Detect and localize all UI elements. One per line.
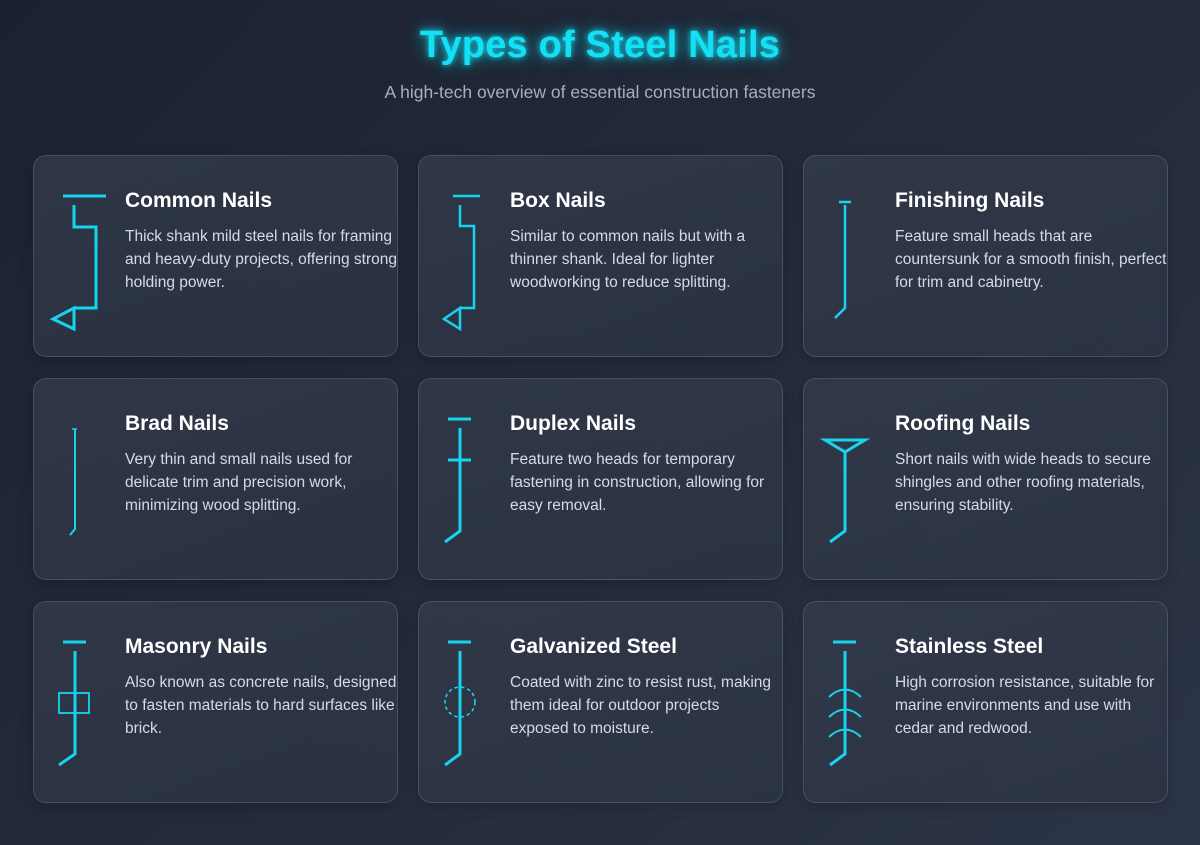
nail-card-stainless: Stainless Steel High corrosion resistanc… xyxy=(803,601,1168,803)
masonry-nail-icon xyxy=(58,640,90,767)
nail-card-box: Box Nails Similar to common nails but wi… xyxy=(418,155,783,357)
card-title: Finishing Nails xyxy=(895,189,1045,212)
card-title: Box Nails xyxy=(510,189,606,212)
nail-card-roofing: Roofing Nails Short nails with wide head… xyxy=(803,378,1168,580)
galvanized-nail-icon xyxy=(444,640,476,767)
card-description: Short nails with wide heads to secure sh… xyxy=(895,451,1151,514)
common-nail-icon xyxy=(49,194,106,332)
nail-card-common: Common Nails Thick shank mild steel nail… xyxy=(33,155,398,357)
page-title: Types of Steel Nails xyxy=(419,24,781,66)
nail-card-masonry: Masonry Nails Also known as concrete nai… xyxy=(33,601,398,803)
duplex-nail-icon xyxy=(444,417,471,544)
roofing-nail-icon xyxy=(819,438,871,544)
card-title: Brad Nails xyxy=(125,412,229,435)
card-description: Similar to common nails but with a thinn… xyxy=(510,228,746,291)
nail-types-grid: Common Nails Thick shank mild steel nail… xyxy=(33,155,1168,803)
card-description: Coated with zinc to resist rust, making … xyxy=(510,674,772,737)
card-title: Galvanized Steel xyxy=(510,635,677,658)
nail-card-brad: Brad Nails Very thin and small nails use… xyxy=(33,378,398,580)
card-title: Roofing Nails xyxy=(895,412,1031,435)
stainless-nail-icon xyxy=(828,640,862,767)
card-description: Very thin and small nails used for delic… xyxy=(125,451,353,514)
brad-nail-icon xyxy=(69,428,77,536)
card-description: High corrosion resistance, suitable for … xyxy=(895,674,1155,737)
card-description: Feature small heads that are countersunk… xyxy=(895,228,1167,291)
page-subtitle: A high-tech overview of essential constr… xyxy=(384,82,816,102)
card-title: Common Nails xyxy=(125,189,273,212)
nail-card-finishing: Finishing Nails Feature small heads that… xyxy=(803,155,1168,357)
card-title: Stainless Steel xyxy=(895,635,1044,658)
nail-card-galvanized: Galvanized Steel Coated with zinc to res… xyxy=(418,601,783,803)
card-title: Duplex Nails xyxy=(510,412,637,435)
card-description: Also known as concrete nails, designed t… xyxy=(125,674,397,737)
card-title: Masonry Nails xyxy=(125,635,268,658)
box-nail-icon xyxy=(441,194,480,332)
nail-card-duplex: Duplex Nails Feature two heads for tempo… xyxy=(418,378,783,580)
card-description: Thick shank mild steel nails for framing… xyxy=(125,228,397,291)
card-description: Feature two heads for temporary fastenin… xyxy=(510,451,765,514)
finishing-nail-icon xyxy=(834,200,851,319)
